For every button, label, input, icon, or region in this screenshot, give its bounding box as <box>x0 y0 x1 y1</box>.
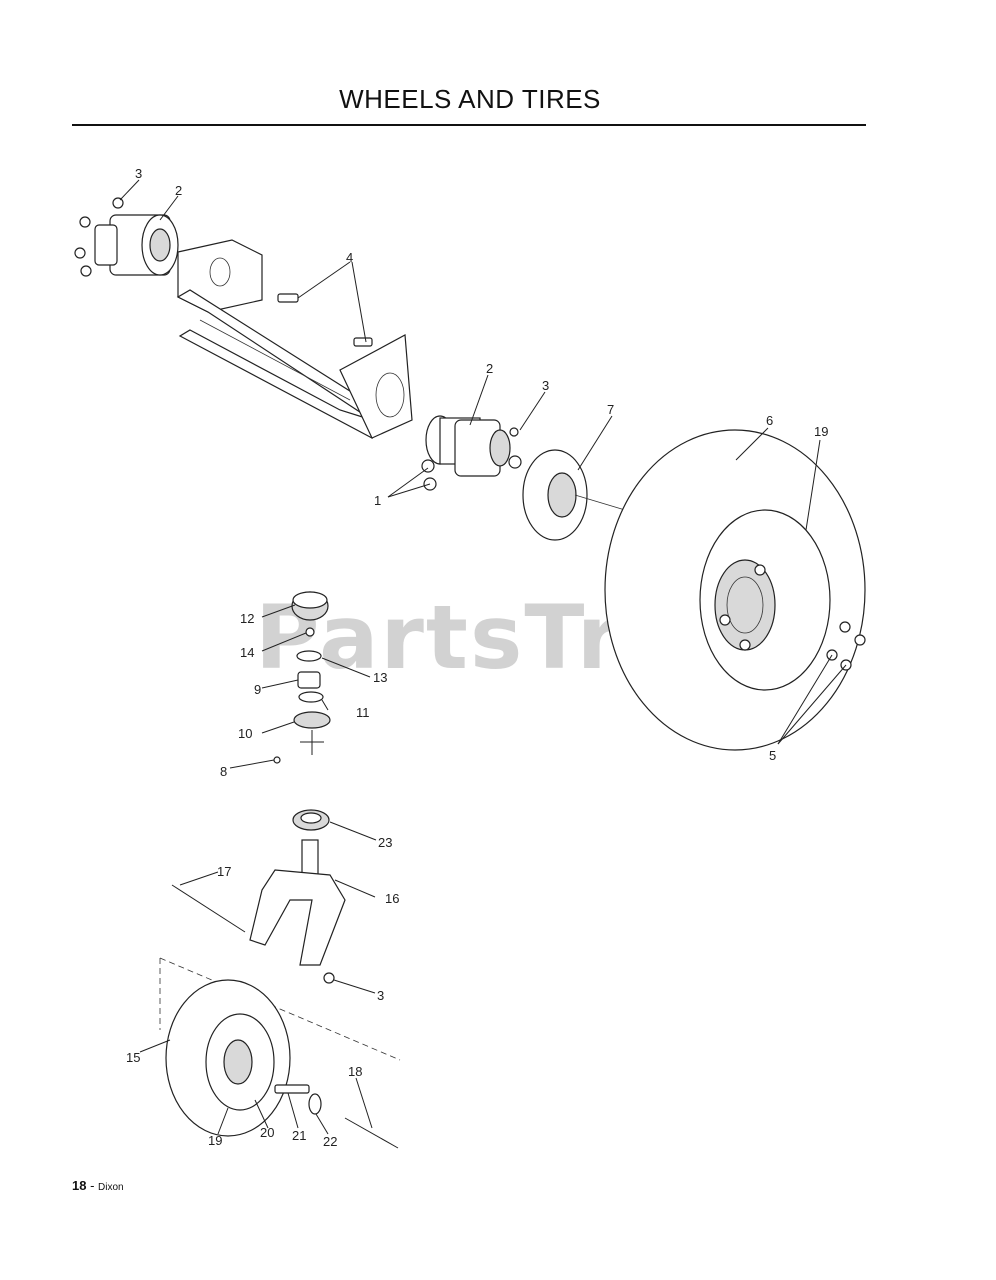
callout-19-front: 19 <box>208 1133 222 1148</box>
footer-separator: - <box>90 1178 99 1193</box>
callout-13: 13 <box>373 670 387 685</box>
callout-10: 10 <box>238 726 252 741</box>
callout-7: 7 <box>607 402 614 417</box>
callout-15: 15 <box>126 1050 140 1065</box>
callout-2-right: 2 <box>486 361 493 376</box>
callout-8: 8 <box>220 764 227 779</box>
right-motor-assembly <box>421 415 522 491</box>
callout-6: 6 <box>766 413 773 428</box>
footer-brand: Dixon <box>98 1182 124 1193</box>
page-title: WHEELS AND TIRES <box>339 84 601 114</box>
callout-21: 21 <box>292 1128 306 1143</box>
page-footer: 18 - Dixon <box>72 1178 124 1193</box>
callout-14: 14 <box>240 645 254 660</box>
caster-hardware-stack <box>273 591 331 764</box>
callout-16: 16 <box>385 891 399 906</box>
title-rule <box>72 124 866 126</box>
callout-17: 17 <box>217 864 231 879</box>
front-caster-assembly <box>159 809 401 1149</box>
left-motor-assembly <box>74 197 179 277</box>
callout-11: 11 <box>356 705 370 720</box>
brake-hub <box>522 449 626 541</box>
callout-3-right: 3 <box>542 378 549 393</box>
callout-20: 20 <box>260 1125 274 1140</box>
callout-22: 22 <box>323 1134 337 1149</box>
callout-2-left: 2 <box>175 183 182 198</box>
callout-1: 1 <box>374 493 381 508</box>
callout-18: 18 <box>348 1064 362 1079</box>
axle-bolts <box>277 261 373 347</box>
callout-3-caster: 3 <box>377 988 384 1003</box>
callout-19-rear: 19 <box>814 424 828 439</box>
callout-5: 5 <box>769 748 776 763</box>
axle-frame-bracket <box>176 239 413 439</box>
callout-4: 4 <box>346 250 353 265</box>
rear-tire-wheel <box>604 429 866 751</box>
callout-9: 9 <box>254 682 261 697</box>
leader-lines <box>119 179 847 1135</box>
page-number: 18 <box>72 1178 87 1193</box>
callout-12: 12 <box>240 611 254 626</box>
callout-3-top: 3 <box>135 166 142 181</box>
callout-23: 23 <box>378 835 392 850</box>
